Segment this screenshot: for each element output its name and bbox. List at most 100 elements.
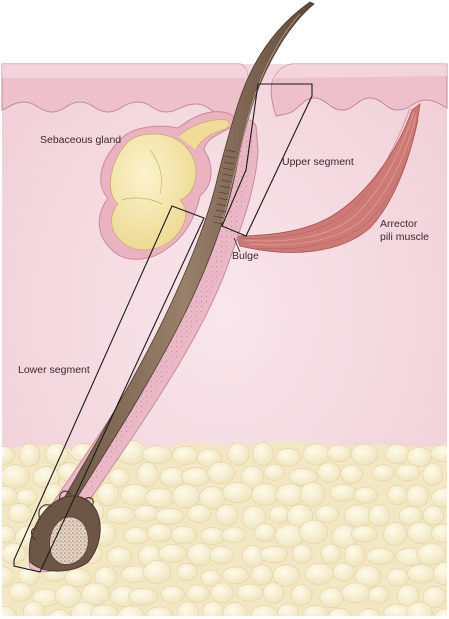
fat-globule <box>301 605 329 616</box>
fat-globule <box>268 505 291 524</box>
fat-globule <box>90 604 120 616</box>
fat-globule <box>155 508 185 525</box>
fat-globule <box>350 525 378 543</box>
fat-globule <box>366 547 395 565</box>
fat-globule <box>64 568 92 588</box>
fat-globule <box>304 562 335 585</box>
fat-globule <box>407 564 436 584</box>
fat-globule <box>431 523 447 544</box>
fat-globule <box>2 606 18 616</box>
fat-globule <box>446 473 447 480</box>
sebaceous-gland <box>98 111 235 260</box>
fat-globule <box>344 504 373 527</box>
fat-globule <box>222 602 248 616</box>
fat-globule <box>222 481 253 503</box>
fat-globule <box>187 504 212 523</box>
fat-globule <box>298 519 328 545</box>
fat-globule <box>240 465 264 489</box>
fat-globule <box>133 504 159 522</box>
fat-globule <box>372 464 395 482</box>
fat-globule <box>290 584 313 606</box>
fat-globule <box>186 584 210 603</box>
fat-globule <box>181 467 211 487</box>
fat-globule <box>171 445 200 465</box>
fat-globule <box>319 587 345 609</box>
fat-globule <box>106 546 133 568</box>
fat-globule <box>383 522 407 547</box>
fat-globule <box>368 504 391 527</box>
arrector-label-line1: Arrector <box>380 218 418 230</box>
fat-globule <box>422 463 444 486</box>
arrector-label-line2: pili muscle <box>380 231 430 243</box>
fat-globule <box>48 609 72 616</box>
fat-globule <box>251 564 273 586</box>
upper-segment-bracket <box>221 83 313 237</box>
fat-globule <box>8 582 33 602</box>
arrector-pili-label: Arrector pili muscle <box>380 218 429 244</box>
fat-globule <box>137 462 159 487</box>
fat-globule <box>430 444 447 463</box>
fat-globule <box>176 562 198 581</box>
fat-globule <box>339 464 363 484</box>
fat-globule <box>315 505 340 523</box>
fat-globule <box>422 505 445 526</box>
fat-globule <box>350 443 379 466</box>
fat-globule <box>209 545 235 565</box>
fat-globule <box>196 448 222 468</box>
fat-globule <box>317 461 341 483</box>
fat-globule <box>2 464 30 489</box>
fat-globule <box>2 525 16 544</box>
fat-globule <box>386 568 410 587</box>
fat-globule <box>353 486 378 504</box>
fat-globule <box>431 487 447 508</box>
fat-globule <box>288 468 318 486</box>
fat-globule <box>222 566 250 585</box>
fat-globule <box>54 584 81 608</box>
fat-globule <box>275 448 301 467</box>
bulge-pointer <box>233 237 241 253</box>
fat-globule <box>259 546 288 564</box>
fat-globule <box>368 586 390 604</box>
fat-globule <box>18 443 41 467</box>
fat-globule <box>143 560 172 584</box>
fat-globule <box>405 484 429 508</box>
fat-globule <box>251 482 280 506</box>
dermal-papilla <box>49 516 89 565</box>
fat-globule <box>407 521 435 545</box>
fat-globule <box>398 506 423 526</box>
fat-globule <box>299 481 326 507</box>
fat-globule <box>395 463 421 482</box>
fat-globule <box>97 482 120 507</box>
fat-globule <box>2 446 15 465</box>
fat-globule <box>2 566 15 588</box>
lower-segment-bracket <box>13 205 205 573</box>
fat-globule <box>406 601 433 616</box>
fat-globule <box>199 527 226 545</box>
fat-globule <box>263 463 285 481</box>
fat-globule <box>116 605 146 616</box>
fat-globule <box>444 590 447 603</box>
fat-globule <box>171 484 201 509</box>
fat-globule <box>81 582 110 606</box>
sebaceous-gland-label: Sebaceous gland <box>40 134 122 146</box>
fat-globule <box>215 504 239 526</box>
stratum-corneum-right <box>272 64 447 82</box>
fat-globule <box>128 587 159 606</box>
fat-globule <box>176 601 199 616</box>
fat-globule <box>199 569 221 587</box>
fat-globule <box>291 543 313 564</box>
fat-globule <box>141 445 173 464</box>
fat-globule <box>123 527 150 545</box>
fat-globule <box>434 608 447 616</box>
fat-globule <box>146 606 174 616</box>
fat-globule <box>202 601 225 616</box>
fat-globule <box>433 561 447 586</box>
fat-globule <box>160 585 186 604</box>
bulge-label: Bulge <box>232 250 259 262</box>
fat-globule <box>187 542 213 567</box>
fat-globule <box>158 544 187 563</box>
fat-globule <box>327 607 352 616</box>
fat-globule <box>254 523 276 543</box>
